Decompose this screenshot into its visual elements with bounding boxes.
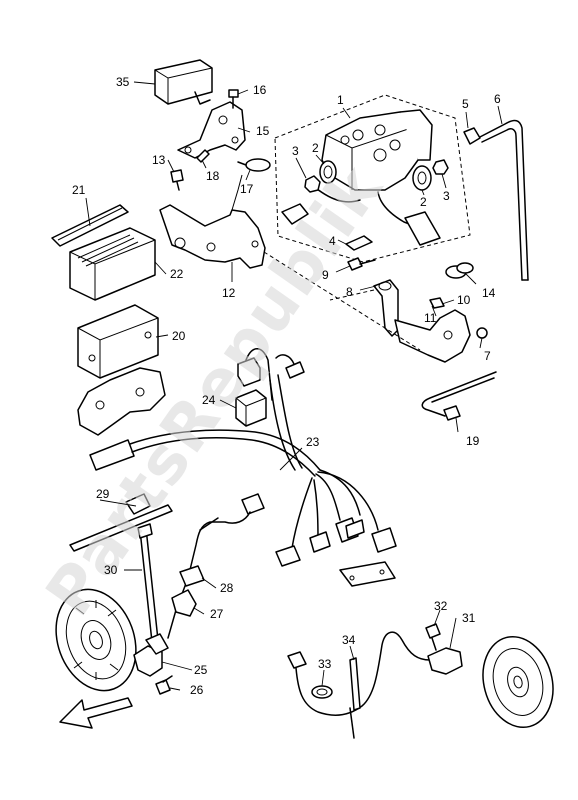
callout-26: 26	[190, 683, 204, 697]
part-24-relay	[235, 389, 267, 427]
part-1-hydraulic-unit	[274, 94, 471, 263]
mount-guide-lines	[263, 251, 421, 351]
callout-15: 15	[256, 124, 270, 138]
part-3-nut-left	[304, 175, 321, 193]
part-33-clamp	[311, 685, 333, 699]
part-8-bracket-arm	[373, 279, 399, 337]
callout-32: 32	[434, 599, 448, 613]
part-29-cable-tie	[69, 493, 173, 552]
part-28-clamp	[179, 565, 205, 587]
callout-1: 1	[337, 93, 344, 107]
part-22-ecu	[69, 227, 156, 301]
part-30-cable-tie	[137, 523, 159, 643]
part-19-ground-lead	[421, 371, 497, 421]
part-23-wire-harness	[89, 374, 397, 587]
part-3-nut-right	[432, 159, 449, 175]
callout-4: 4	[329, 234, 336, 248]
callout-3-left: 3	[292, 144, 299, 158]
callout-21: 21	[72, 183, 86, 197]
part-17-clip	[237, 158, 271, 172]
part-32-bolt	[425, 623, 441, 651]
front-brake-disc	[55, 588, 137, 692]
front-sensor-lead	[167, 493, 265, 639]
callout-28: 28	[220, 581, 234, 595]
callout-5: 5	[462, 97, 469, 111]
part-11-bracket-plate	[394, 309, 471, 363]
callout-11: 11	[424, 311, 437, 325]
part-7-nut	[476, 327, 488, 339]
part-31-rear-sensor	[427, 647, 463, 675]
callout-33: 33	[318, 657, 332, 671]
callout-labels: 1 2 2 3 3 4 5 6 7 8 9 10 11 12 13 14 15 …	[72, 75, 501, 697]
part-2-grommet-left	[319, 160, 337, 184]
part-4-label	[345, 235, 373, 251]
callout-2-right: 2	[420, 195, 427, 209]
module-mounting-plate	[77, 367, 166, 436]
callout-18: 18	[206, 169, 220, 183]
callout-34: 34	[342, 633, 356, 647]
part-16-bolt	[228, 89, 239, 109]
callout-8: 8	[346, 285, 353, 299]
front-direction-arrow-icon	[59, 697, 133, 729]
part-10-collar	[429, 297, 445, 309]
callout-3-right: 3	[443, 189, 450, 203]
part-5-union-bolt	[463, 127, 481, 145]
part-14-grommet	[445, 262, 474, 279]
rear-brake-disc	[482, 635, 554, 729]
callout-30: 30	[104, 563, 118, 577]
callout-27: 27	[210, 607, 224, 621]
callout-17: 17	[240, 182, 254, 196]
rear-sensor-lead	[287, 631, 431, 739]
callout-7: 7	[484, 349, 491, 363]
callout-9: 9	[322, 268, 329, 282]
hydraulic-connector	[281, 203, 309, 225]
part-20-module	[77, 304, 159, 379]
part-26-bolt	[155, 675, 173, 695]
callout-12: 12	[222, 286, 236, 300]
part-27-holder	[171, 589, 197, 617]
callout-35: 35	[116, 75, 130, 89]
callout-13: 13	[152, 153, 166, 167]
callout-14: 14	[482, 286, 496, 300]
callout-16: 16	[253, 83, 267, 97]
callout-20: 20	[172, 329, 186, 343]
part-6-brake-pipe	[477, 119, 529, 281]
callout-25: 25	[194, 663, 208, 677]
callout-2-left: 2	[312, 141, 319, 155]
harness-relay-connectors	[237, 348, 305, 401]
callout-6: 6	[494, 92, 501, 106]
part-18-pin	[196, 149, 210, 163]
part-9-bolt	[347, 257, 376, 271]
callout-10: 10	[457, 293, 471, 307]
callout-23: 23	[306, 435, 320, 449]
callout-22: 22	[170, 267, 184, 281]
part-25-front-sensor	[133, 633, 169, 677]
callout-19: 19	[466, 434, 480, 448]
callout-24: 24	[202, 393, 216, 407]
part-35-control-unit	[154, 59, 213, 105]
callout-29: 29	[96, 487, 110, 501]
part-34-tie	[349, 657, 361, 711]
part-12-main-bracket	[159, 174, 266, 269]
callout-31: 31	[462, 611, 476, 625]
part-15-upper-bracket	[177, 101, 246, 159]
leader-lines	[85, 81, 503, 691]
part-13-bolt	[170, 169, 184, 191]
part-2-grommet-right	[412, 165, 432, 191]
